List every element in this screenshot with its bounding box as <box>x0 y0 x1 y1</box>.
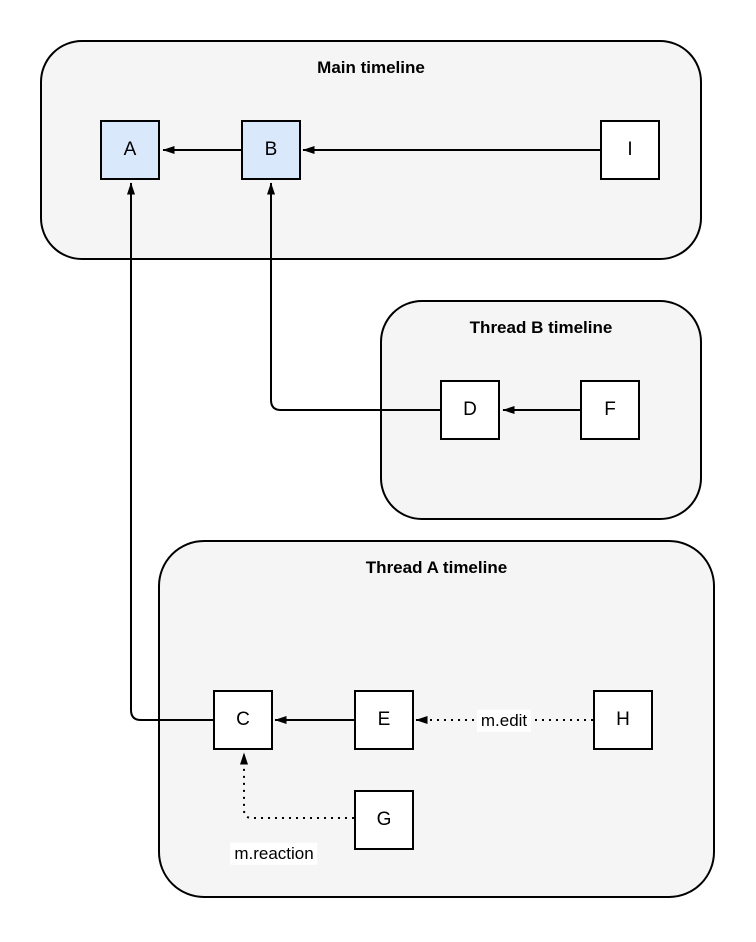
node-a: A <box>100 120 160 180</box>
node-d: D <box>440 380 500 440</box>
edge-label-m-edit: m.edit <box>476 709 532 733</box>
node-f-label: F <box>604 399 616 420</box>
node-h: H <box>593 690 653 750</box>
node-c: C <box>213 690 273 750</box>
node-g-label: G <box>376 809 392 830</box>
edge-label-m-reaction: m.reaction <box>230 842 318 866</box>
node-h-label: H <box>616 709 630 730</box>
node-f: F <box>580 380 640 440</box>
node-b: B <box>241 120 301 180</box>
node-c-label: C <box>236 709 250 730</box>
node-e-label: E <box>377 709 391 730</box>
container-title-main-timeline: Main timeline <box>317 58 425 77</box>
container-thread-b-timeline: Thread B timeline <box>380 300 702 520</box>
node-d-label: D <box>463 399 477 420</box>
node-i-label: I <box>627 139 633 160</box>
node-b-label: B <box>264 139 278 160</box>
node-e: E <box>354 690 414 750</box>
container-title-thread-a-timeline: Thread A timeline <box>365 558 508 577</box>
node-g: G <box>354 790 414 850</box>
node-a-label: A <box>123 139 137 160</box>
node-i: I <box>600 120 660 180</box>
container-title-thread-b-timeline: Thread B timeline <box>469 318 613 337</box>
